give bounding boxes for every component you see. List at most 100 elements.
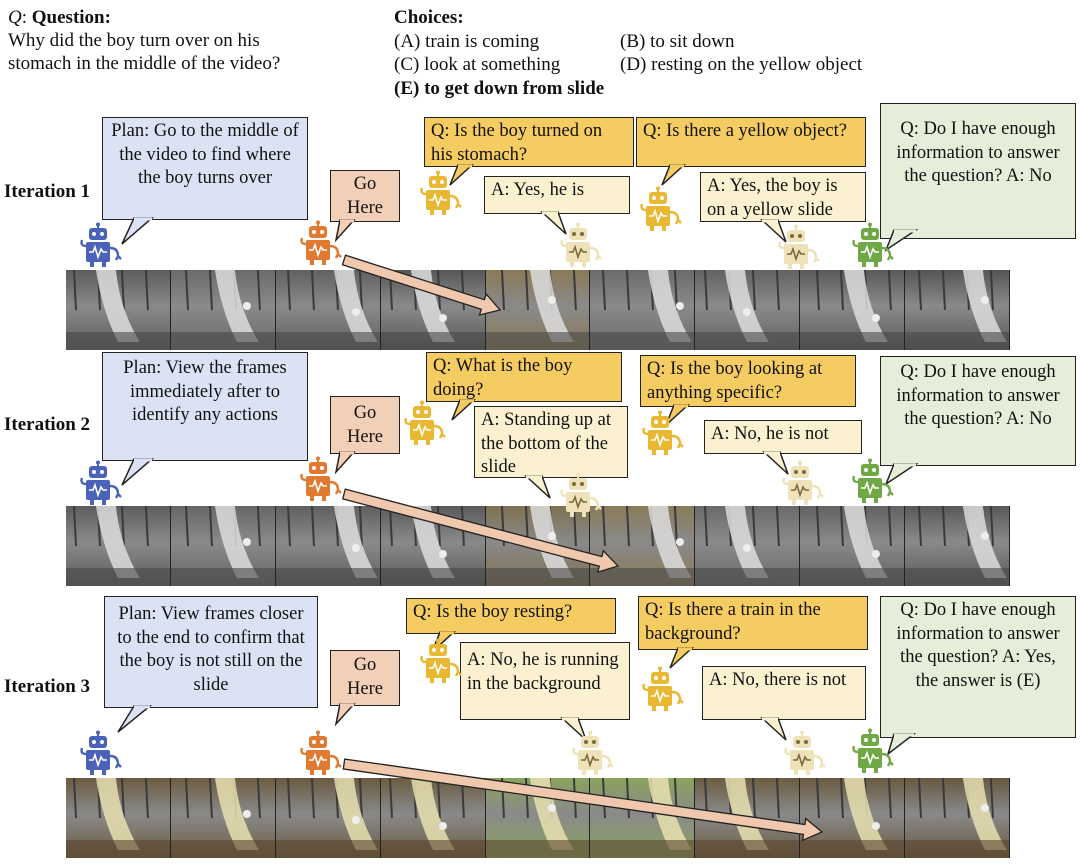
a2-bubble-tail xyxy=(762,451,789,475)
slide-scene xyxy=(695,506,800,586)
slide-scene xyxy=(590,270,695,350)
video-frame xyxy=(800,270,906,350)
evaluator-robot-icon xyxy=(852,728,894,773)
iteration-1-label: Iteration 1 xyxy=(4,181,91,202)
questioner-robot-icon xyxy=(642,410,684,455)
slide-scene xyxy=(275,778,380,858)
video-frame xyxy=(485,506,591,586)
a1-bubble-tail xyxy=(524,475,551,499)
iteration-1-final-bubble: Q: Do I have enough information to answe… xyxy=(880,103,1076,239)
choice-d: (D) resting on the yellow object xyxy=(620,54,863,75)
iteration-2-q2-bubble: Q: Is the boy looking at anything specif… xyxy=(640,355,856,407)
video-frame xyxy=(380,270,486,350)
slide-scene xyxy=(380,778,485,858)
question-text-line2: stomach in the middle of the video? xyxy=(8,53,281,74)
slide-scene xyxy=(170,270,275,350)
questioner-robot-icon xyxy=(642,666,684,711)
video-frame xyxy=(66,270,171,350)
video-frame xyxy=(275,270,381,350)
iteration-2-a1-bubble: A: Standing up at the bottom of the slid… xyxy=(474,406,628,478)
iteration-1-q2-bubble: Q: Is there a yellow object? xyxy=(636,117,866,167)
video-frame xyxy=(485,270,591,350)
slide-scene xyxy=(695,270,800,350)
video-frame xyxy=(66,778,171,858)
iteration-2-q1-bubble: Q: What is the boy doing? xyxy=(426,352,622,402)
slide-scene xyxy=(695,778,800,858)
iteration-1-go-bubble: Go Here xyxy=(330,170,400,222)
slide-scene xyxy=(485,270,590,350)
iteration-1-a1-bubble: A: Yes, he is xyxy=(484,176,630,214)
video-frame xyxy=(590,778,696,858)
slide-scene xyxy=(66,778,170,858)
answerer-robot-icon xyxy=(782,460,824,505)
slide-scene xyxy=(590,506,695,586)
q1-bubble-tail xyxy=(451,399,476,421)
iteration-3-a1-bubble: A: No, he is running in the background xyxy=(460,642,630,720)
questioner-robot-icon xyxy=(640,186,682,231)
plan-bubble-tail xyxy=(121,458,155,486)
question-label: Question: xyxy=(31,7,111,28)
iteration-3-label: Iteration 3 xyxy=(4,676,91,697)
choice-a: (A) train is coming xyxy=(394,30,540,52)
planner-robot-icon xyxy=(80,730,122,775)
go-bubble-tail xyxy=(334,219,356,243)
iteration-3-video-strip xyxy=(66,778,1011,858)
question-block: Q: Question: Why did the boy turn over o… xyxy=(8,6,348,75)
slide-scene xyxy=(275,270,380,350)
slide-scene xyxy=(275,506,380,586)
choice-c: (C) look at something xyxy=(394,54,561,75)
plan-bubble-tail xyxy=(121,217,155,245)
video-frame xyxy=(590,506,696,586)
slide-scene xyxy=(905,270,1010,350)
q2-bubble-tail xyxy=(669,647,694,669)
choice-b: (B) to sit down xyxy=(620,30,735,52)
a1-bubble-tail xyxy=(560,717,587,741)
a1-bubble-tail xyxy=(540,211,567,235)
q2-bubble-tail xyxy=(665,404,690,426)
video-frame xyxy=(380,778,486,858)
video-frame xyxy=(695,270,801,350)
iteration-3-go-bubble: Go Here xyxy=(330,650,400,706)
questioner-robot-icon xyxy=(420,170,462,215)
iteration-2-a2-bubble: A: No, he is not xyxy=(704,420,862,454)
questioner-robot-icon xyxy=(420,638,462,683)
planner-robot-icon xyxy=(80,222,122,267)
slide-scene xyxy=(485,506,590,586)
final-bubble-tail xyxy=(884,463,919,486)
iteration-2-video-strip xyxy=(66,506,1011,586)
video-frame xyxy=(905,270,1011,350)
slide-scene xyxy=(800,270,905,350)
go-bubble-tail xyxy=(334,703,356,727)
navigator-robot-icon xyxy=(300,730,342,775)
answerer-robot-icon xyxy=(560,222,602,267)
iteration-3-q2-bubble: Q: Is there a train in the background? xyxy=(638,596,868,650)
iteration-3-final-bubble: Q: Do I have enough information to answe… xyxy=(880,596,1076,738)
video-frame xyxy=(275,778,381,858)
iteration-1-q1-bubble: Q: Is the boy turned on his stomach? xyxy=(424,117,634,167)
final-bubble-tail xyxy=(884,229,919,252)
video-frame xyxy=(485,778,591,858)
video-frame xyxy=(695,778,801,858)
video-frame xyxy=(380,506,486,586)
answerer-robot-icon xyxy=(778,224,820,269)
iteration-3-plan-bubble: Plan: View frames closer to the end to c… xyxy=(104,596,318,708)
slide-scene xyxy=(800,506,905,586)
iteration-1-video-strip xyxy=(66,270,1011,350)
slide-scene xyxy=(380,506,485,586)
video-frame xyxy=(170,506,276,586)
slide-scene xyxy=(800,778,905,858)
slide-scene xyxy=(485,778,590,858)
slide-scene xyxy=(170,506,275,586)
iteration-2-go-bubble: Go Here xyxy=(330,396,400,454)
plan-bubble-tail xyxy=(117,705,153,733)
question-text-line1: Why did the boy turn over on his xyxy=(8,30,260,51)
iteration-2-plan-bubble: Plan: View the frames immediately after … xyxy=(102,352,308,461)
q-symbol: Q xyxy=(8,7,22,28)
evaluator-robot-icon xyxy=(852,458,894,503)
video-frame xyxy=(170,270,276,350)
video-frame xyxy=(590,270,696,350)
q2-bubble-tail xyxy=(661,164,686,186)
a2-bubble-tail xyxy=(760,717,787,741)
video-frame xyxy=(170,778,276,858)
slide-scene xyxy=(380,270,485,350)
